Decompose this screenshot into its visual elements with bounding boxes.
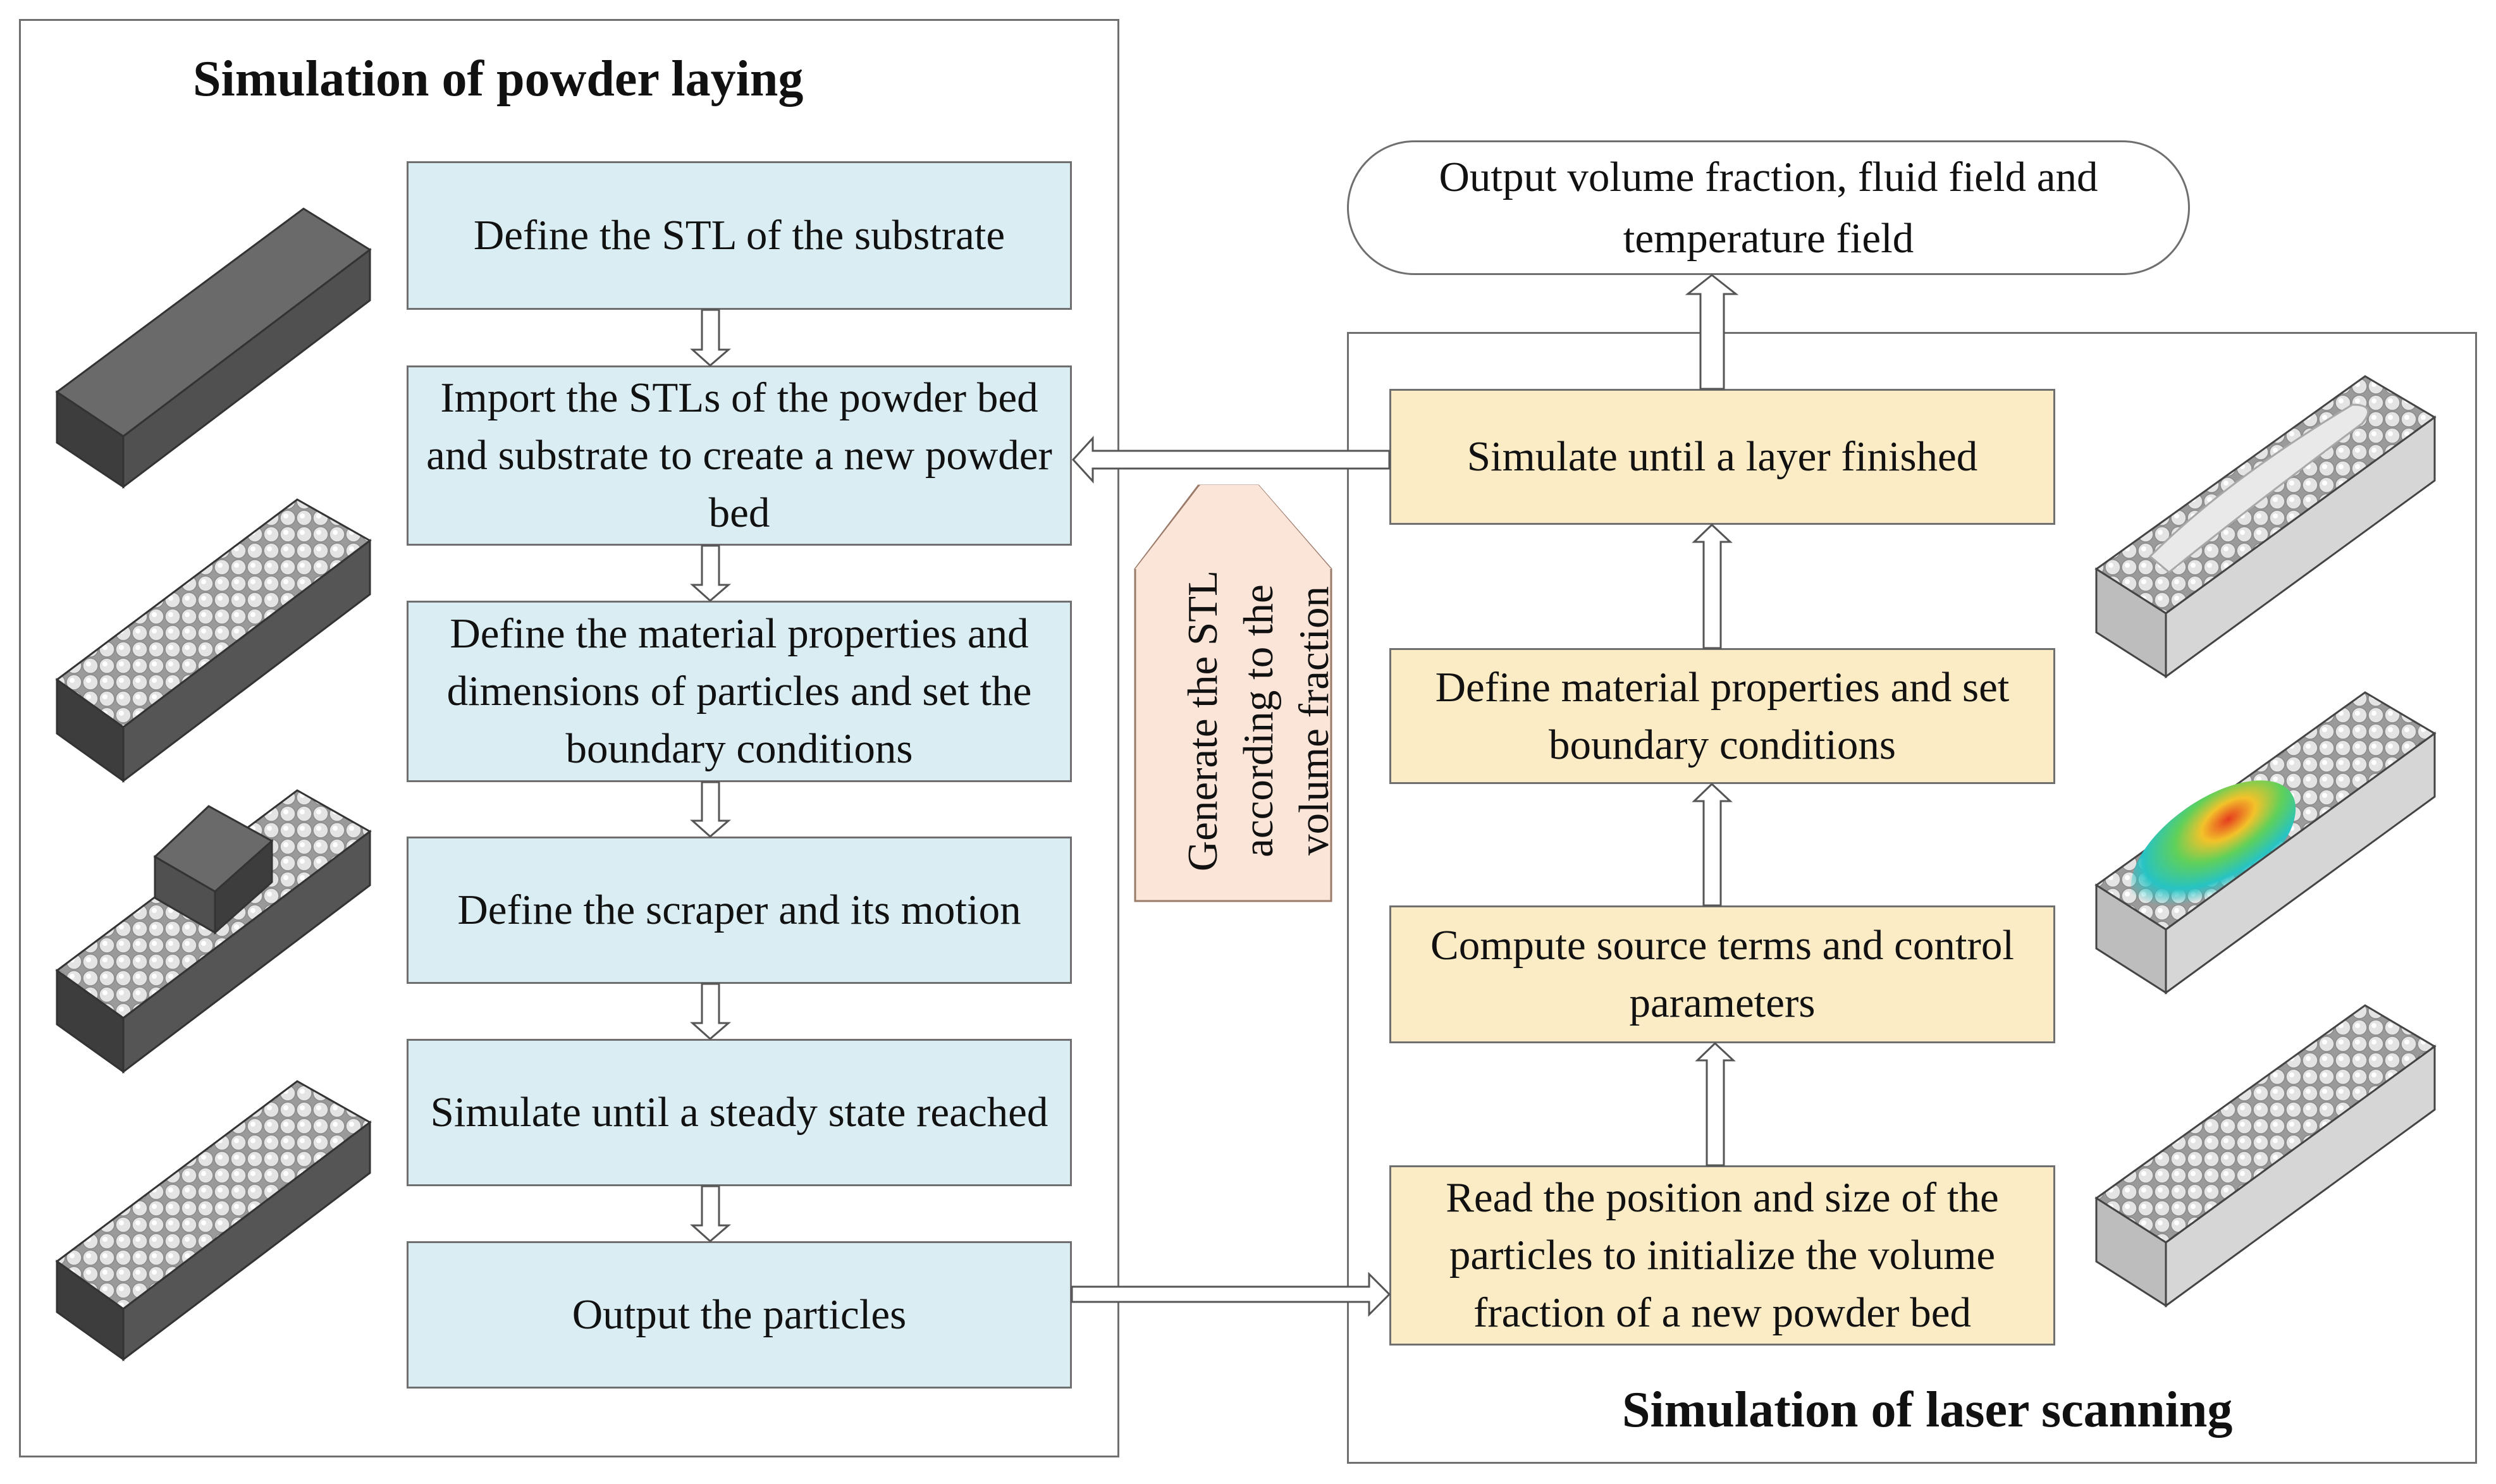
initial-powder-block [2094, 1004, 2437, 1308]
melt-track-block [2094, 375, 2437, 678]
arrow-output-to-read [1071, 1272, 1391, 1317]
substrate-block-1 [55, 207, 372, 489]
step-define-material-boundary: Define material properties and set bound… [1389, 648, 2055, 784]
step-simulate-steady-state: Simulate until a steady state reached [407, 1039, 1072, 1186]
step-output-particles: Output the particles [407, 1241, 1072, 1389]
step-define-substrate-stl: Define the STL of the substrate [407, 161, 1072, 310]
left-flow-arrows [690, 309, 732, 1242]
step-import-stls: Import the STLs of the powder bed and su… [407, 365, 1072, 546]
arrow-layer-to-import [1071, 436, 1391, 484]
output-terminal: Output volume fraction, fluid field and … [1347, 140, 2190, 275]
generate-stl-label: Generate the STL according to the volume… [1179, 570, 1337, 872]
step-read-particles: Read the position and size of the partic… [1389, 1165, 2055, 1346]
powder-laying-title: Simulation of powder laying [193, 51, 804, 107]
step-define-scraper: Define the scraper and its motion [407, 837, 1072, 984]
step-compute-source-terms: Compute source terms and control paramet… [1389, 905, 2055, 1043]
powder-bed-block-4 [55, 1080, 372, 1362]
right-flow-arrows [1685, 274, 1739, 1167]
powder-bed-block-2 [55, 498, 372, 783]
temperature-field-block [2094, 691, 2437, 995]
laser-scanning-title: Simulation of laser scanning [1622, 1382, 2233, 1438]
scraper-block-3 [55, 789, 372, 1074]
step-define-material-properties: Define the material properties and dimen… [407, 601, 1072, 782]
step-simulate-layer: Simulate until a layer finished [1389, 389, 2055, 525]
